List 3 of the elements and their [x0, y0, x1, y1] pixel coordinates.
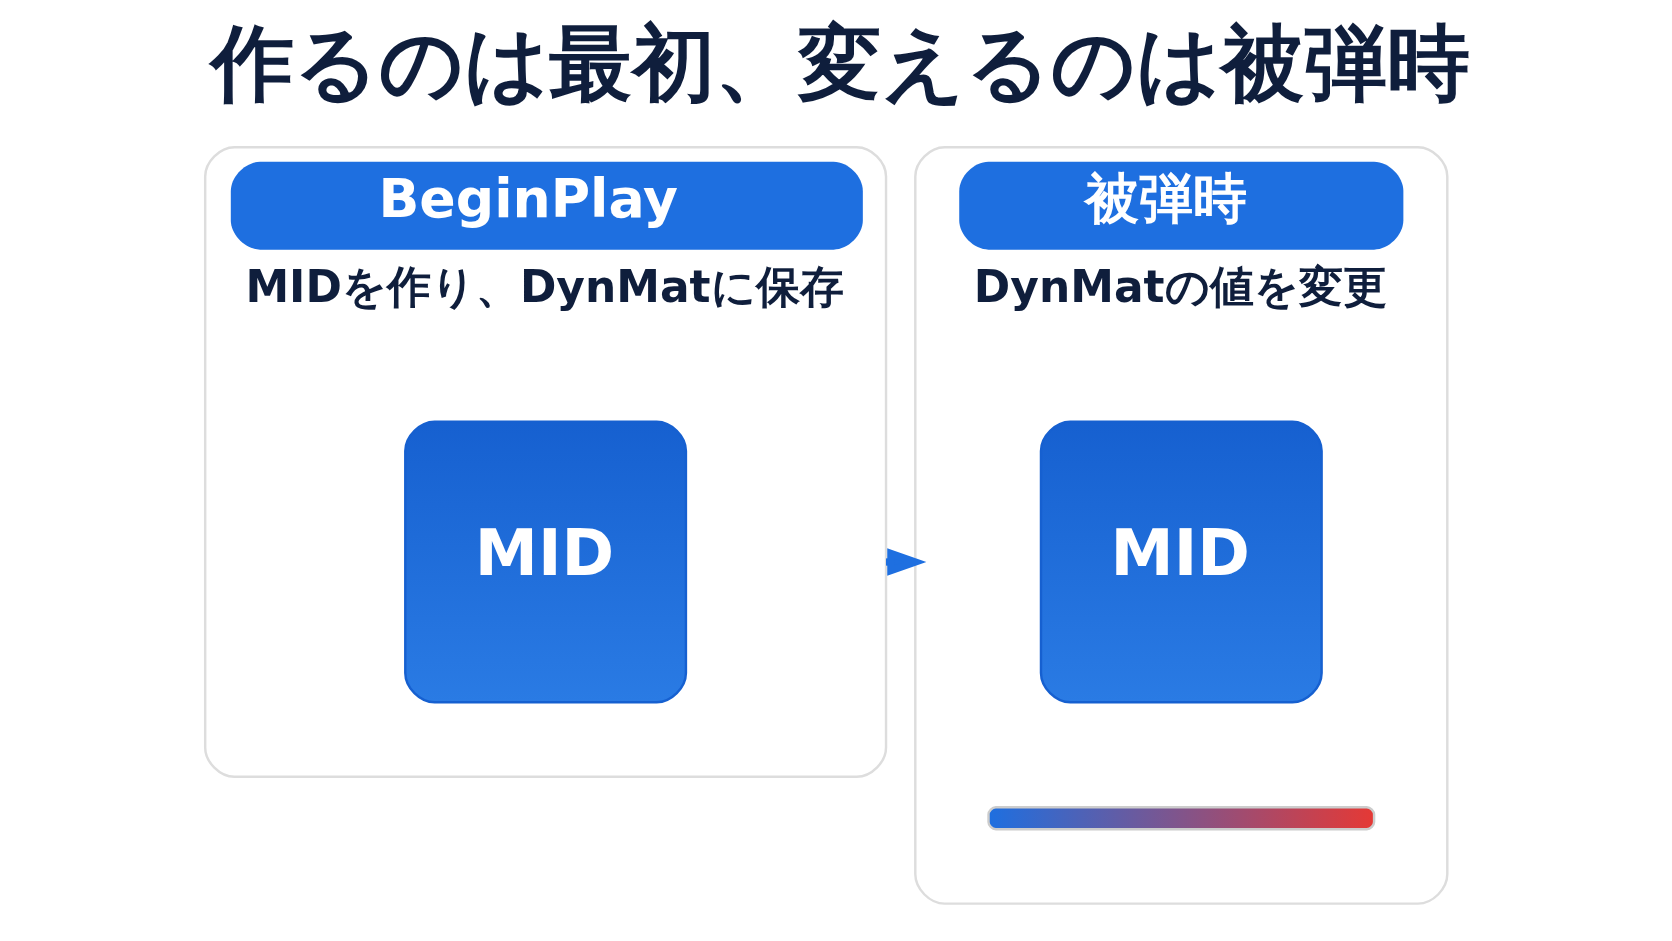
node-box: MID — [1039, 420, 1323, 704]
node-box: MID — [404, 420, 688, 704]
node-bar — [987, 806, 1376, 831]
